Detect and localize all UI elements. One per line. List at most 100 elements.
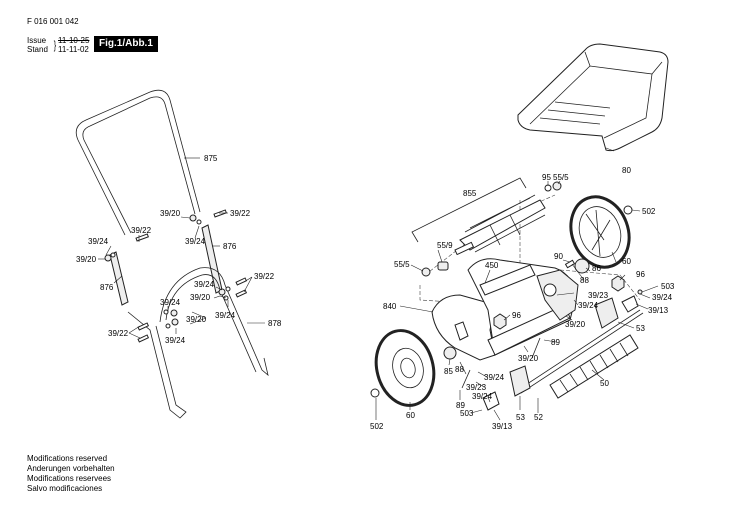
washer-502-bottom [370, 388, 380, 398]
callout-53: 53 [516, 413, 525, 422]
callout-39-24: 39/24 [160, 298, 181, 307]
callout-39-22: 39/22 [254, 272, 275, 281]
callout-89: 89 [456, 401, 465, 410]
bracket-39-13-right [621, 295, 639, 313]
callout-503: 503 [661, 282, 675, 291]
callout-855: 855 [463, 189, 477, 198]
callout-53: 53 [636, 324, 645, 333]
callout-39-24: 39/24 [185, 237, 206, 246]
callout-60: 60 [622, 257, 631, 266]
bolt-89-left [461, 369, 471, 389]
washer-502-top [623, 205, 633, 215]
roller-bracket-53-left [509, 365, 531, 397]
callout-39-24: 39/24 [215, 311, 236, 320]
callout-52: 52 [534, 413, 543, 422]
roller-50 [549, 334, 639, 399]
bracket-39-13-left [482, 391, 500, 411]
callout-89: 89 [551, 338, 560, 347]
callout-39-13: 39/13 [648, 306, 669, 315]
callout-876: 876 [223, 242, 237, 251]
nut-96-center [493, 313, 507, 330]
stand-date: 11-11-02 [58, 45, 89, 54]
callout-39-24: 39/24 [652, 293, 673, 302]
bearing-55-5-left [421, 267, 431, 277]
lower-handle-878 [127, 267, 269, 419]
callout-39-20: 39/20 [565, 320, 586, 329]
gear-85 [443, 346, 457, 360]
spring-55-9 [437, 261, 449, 271]
hub-right [543, 283, 557, 297]
issue-label: Issue [27, 36, 47, 45]
callout-39-22: 39/22 [230, 209, 251, 218]
notice-es: Salvo modificaciones [27, 484, 103, 493]
callout-88: 88 [455, 365, 464, 374]
axle-52-edge [520, 312, 644, 394]
callout-502: 502 [642, 207, 656, 216]
callout-39-24: 39/24 [472, 392, 493, 401]
brace: } [53, 38, 57, 52]
grass-box-80 [517, 43, 669, 152]
callout-39-24: 39/24 [88, 237, 109, 246]
callout-878: 878 [268, 319, 282, 328]
callout-55-5: 55/5 [553, 173, 569, 182]
callout-39-13: 39/13 [492, 422, 513, 431]
callout-39-23: 39/23 [466, 383, 487, 392]
callout-86: 86 [592, 264, 601, 273]
callout-39-20: 39/20 [518, 354, 539, 363]
notice-de: Anderungen vorbehalten [27, 464, 115, 473]
stand-label: Stand [27, 45, 48, 54]
issue-date: 11-10-25 [58, 36, 90, 45]
callout-39-20: 39/20 [186, 315, 207, 324]
gear-86 [574, 258, 590, 274]
part-number: F 016 001 042 [27, 17, 79, 26]
callout-85: 85 [444, 367, 453, 376]
axle-52 [517, 309, 641, 391]
reel-bracket [411, 177, 527, 243]
callout-39-24: 39/24 [578, 301, 599, 310]
callout-39-20: 39/20 [76, 255, 97, 264]
callout-80: 80 [622, 166, 631, 175]
blade-plate-450 [479, 264, 536, 296]
callout-875: 875 [204, 154, 218, 163]
wheel-60-right [569, 195, 631, 269]
handle-callouts: 875 39/20 39/22 39/24 39/22 39/24 876 39… [76, 154, 282, 345]
bearing-55-5-top [552, 181, 562, 191]
notice-fr: Modifications reservees [27, 474, 112, 483]
figure-label: Fig.1/Abb.1 [94, 36, 158, 52]
callout-96: 96 [512, 311, 521, 320]
mower-callouts: 80 855 95 55/5 502 55/9 55/5 450 90 88 8… [370, 166, 675, 431]
callout-450: 450 [485, 261, 499, 270]
callout-39-24: 39/24 [194, 280, 215, 289]
pin-90 [564, 259, 576, 269]
nut-96-right [611, 275, 625, 292]
callout-39-24: 39/24 [165, 336, 186, 345]
callout-39-23: 39/23 [588, 291, 609, 300]
screw-503-right [637, 289, 643, 295]
bolt-89-right [531, 337, 541, 359]
leader-lines [98, 147, 659, 421]
callout-39-20: 39/20 [190, 293, 211, 302]
callout-88: 88 [580, 276, 589, 285]
callout-840: 840 [383, 302, 397, 311]
upper-handle-875 [75, 89, 201, 236]
callout-55-9: 55/9 [437, 241, 453, 250]
modifications-notice: Modifications reserved Anderungen vorbeh… [27, 454, 115, 494]
callout-39-24: 39/24 [484, 373, 505, 382]
notice-en: Modifications reserved [27, 454, 108, 463]
callout-50: 50 [600, 379, 609, 388]
callout-90: 90 [554, 252, 563, 261]
callout-95: 95 [542, 173, 551, 182]
callout-39-22: 39/22 [131, 226, 152, 235]
callout-503: 503 [460, 409, 474, 418]
handle-hardware [104, 209, 248, 343]
callout-39-20: 39/20 [160, 209, 181, 218]
callout-60: 60 [406, 411, 415, 420]
wheel-60-left [374, 329, 436, 407]
callout-39-22: 39/22 [108, 329, 129, 338]
roller-bracket-53-right [594, 297, 619, 329]
callout-55-5: 55/5 [394, 260, 410, 269]
callout-876: 876 [100, 283, 114, 292]
callout-96: 96 [636, 270, 645, 279]
cutting-reel-855 [454, 194, 546, 256]
